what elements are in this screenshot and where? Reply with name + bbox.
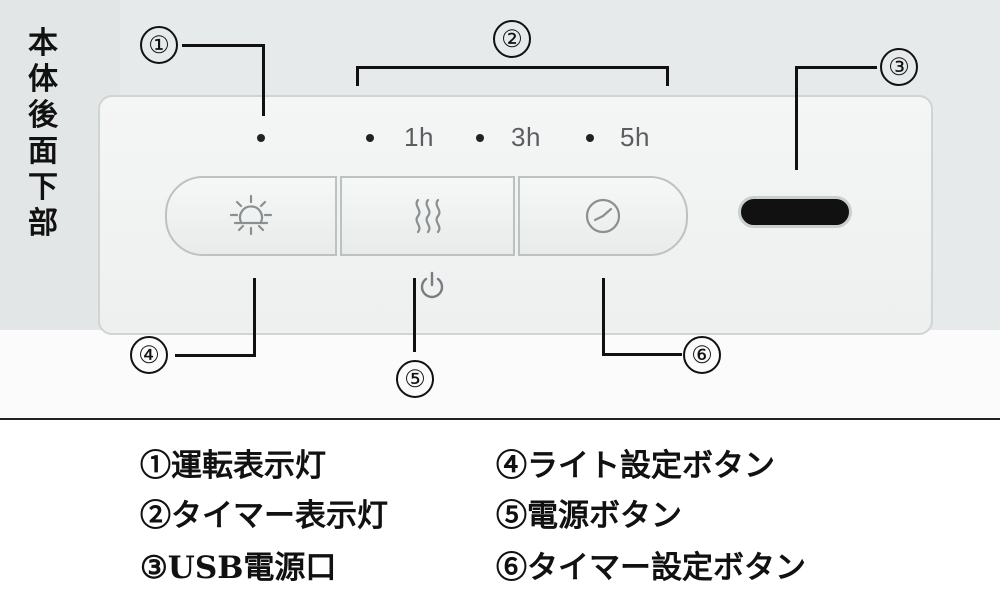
leader-line-6 <box>602 278 605 356</box>
bracket-2 <box>666 66 669 86</box>
legend-number: ③ <box>140 550 168 586</box>
legend-text: 電源ボタン <box>527 498 682 534</box>
legend-text: USB電源口 <box>167 550 337 586</box>
callout-6: ⑥ <box>683 336 721 374</box>
legend-number: ⑥ <box>496 550 527 586</box>
legend-text: タイマー表示灯 <box>171 498 388 534</box>
bracket-2 <box>356 66 669 69</box>
legend-item: ④ライト設定ボタン <box>496 440 775 485</box>
divider <box>0 418 1000 420</box>
leader-line-1 <box>182 44 264 47</box>
bracket-2 <box>356 66 359 86</box>
callout-1: ① <box>140 26 178 64</box>
callout-2: ② <box>493 20 531 58</box>
timer-label-3h: 3h <box>511 122 541 152</box>
legend-item: ③USB電源口 <box>140 542 336 587</box>
leader-line-4 <box>253 278 256 357</box>
leader-line-3 <box>795 66 798 170</box>
legend-text: 運転表示灯 <box>171 448 326 484</box>
leader-line-5 <box>413 278 416 352</box>
legend-number: ⑤ <box>496 498 527 534</box>
usb-power-port <box>738 196 852 228</box>
leader-line-4 <box>175 354 256 357</box>
callout-4: ④ <box>130 336 168 374</box>
legend-item: ⑤電源ボタン <box>496 490 682 535</box>
leader-line-3 <box>795 66 877 69</box>
legend-number: ① <box>140 448 171 484</box>
power-button[interactable] <box>340 176 515 256</box>
legend-text: ライト設定ボタン <box>527 448 775 484</box>
timer-label-1h: 1h <box>404 122 434 152</box>
leader-line-6 <box>602 353 682 356</box>
location-label: 本 体 後 面 下 部 <box>28 26 58 241</box>
steam-icon <box>414 198 441 234</box>
timer-indicator-5h <box>586 134 594 142</box>
timer-indicator-3h <box>476 134 484 142</box>
light-setting-button[interactable] <box>165 176 337 256</box>
power-icon <box>420 271 444 299</box>
legend-number: ② <box>140 498 171 534</box>
legend-number: ④ <box>496 448 527 484</box>
timer-setting-button[interactable] <box>518 176 688 256</box>
timer-label-5h: 5h <box>620 122 650 152</box>
legend-item: ⑥タイマー設定ボタン <box>496 542 806 587</box>
clock-icon <box>585 198 621 234</box>
leader-line-1 <box>262 44 265 116</box>
legend-text: タイマー設定ボタン <box>527 550 806 586</box>
sun-icon <box>229 194 273 236</box>
callout-3: ③ <box>880 48 918 86</box>
legend-item: ②タイマー表示灯 <box>140 490 388 535</box>
timer-indicator-1h <box>366 134 374 142</box>
device-photo: 1h 3h 5h <box>0 0 1000 398</box>
callout-5: ⑤ <box>396 360 434 398</box>
operation-indicator-light <box>257 134 265 142</box>
legend-item: ①運転表示灯 <box>140 440 326 485</box>
